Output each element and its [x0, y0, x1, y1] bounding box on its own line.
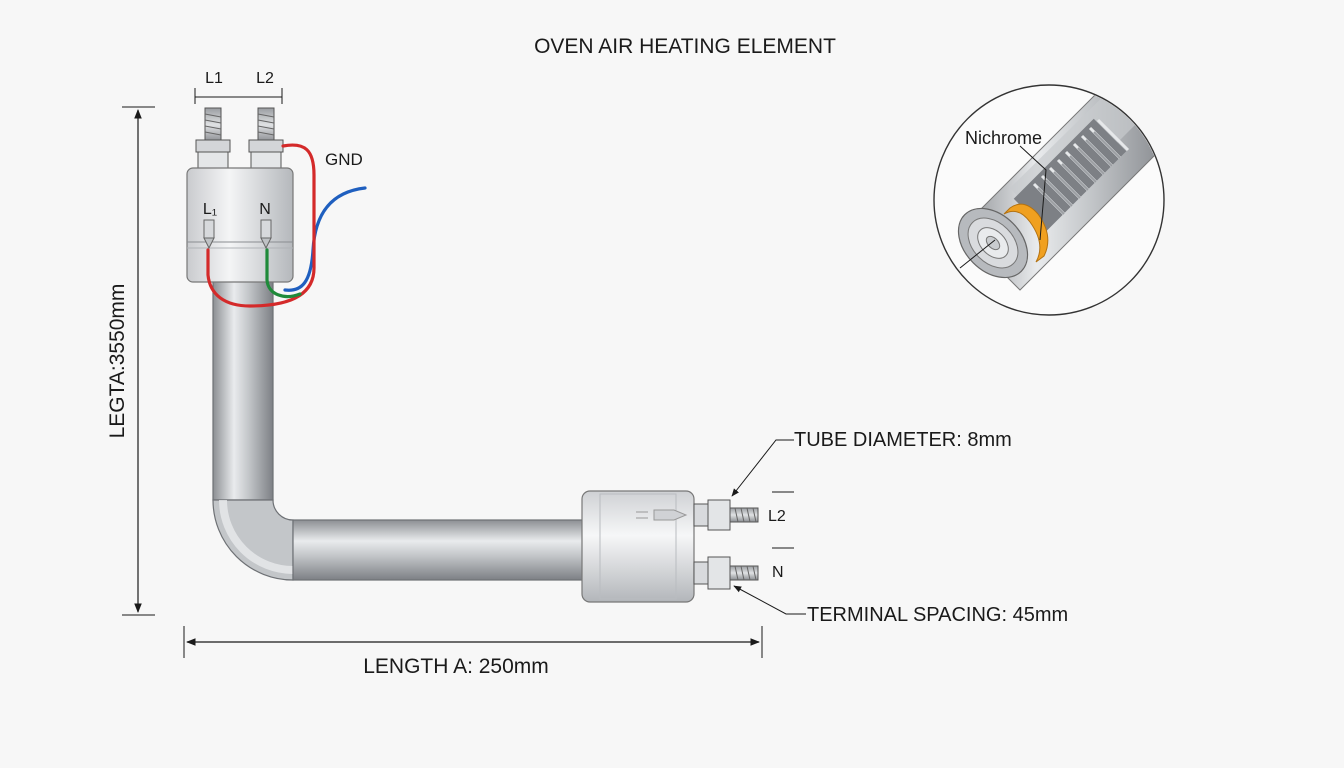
vertical-length-label: LEGTA:3550mm [106, 284, 129, 439]
right-terminal-label-l2: L2 [768, 508, 786, 525]
wires [206, 143, 367, 308]
heating-tube [212, 269, 586, 581]
horizontal-dimension: LENGTH A: 250mm [183, 626, 763, 678]
neutral-wire [283, 186, 367, 292]
block-label-n: N [259, 201, 271, 218]
nichrome-band [1003, 203, 1049, 263]
terminal-spacing-callout: TERMINAL SPACING: 45mm [733, 585, 1068, 626]
nichrome-inset: Nichrome [933, 84, 1165, 316]
top-stud-left [195, 107, 231, 169]
ground-label: GND [325, 150, 363, 169]
diagram-title: OVEN AIR HEATING ELEMENT [534, 35, 836, 58]
right-stud-upper [693, 499, 759, 531]
tube-diameter-label: TUBE DIAMETER: 8mm [794, 429, 1012, 451]
top-terminal-block: L₁ N [186, 107, 294, 283]
right-terminal-block: L2 N [581, 490, 794, 603]
tube-diameter-callout: TUBE DIAMETER: 8mm [731, 429, 1012, 497]
horizontal-length-label: LENGTH A: 250mm [363, 655, 549, 678]
nichrome-label: Nichrome [965, 128, 1042, 148]
vertical-dimension: LEGTA:3550mm [106, 106, 155, 616]
ground-wire [265, 248, 302, 299]
right-terminal-label-n: N [772, 564, 784, 581]
top-stud-right [248, 107, 284, 169]
top-terminal-label-l2: L2 [256, 70, 274, 87]
block-label-l1: L₁ [203, 201, 217, 218]
right-stud-lower [693, 556, 759, 590]
top-terminal-label-l1: L1 [205, 70, 223, 87]
top-terminal-dimension: L1 L2 [194, 70, 283, 104]
terminal-spacing-label: TERMINAL SPACING: 45mm [807, 604, 1068, 626]
live-wire [206, 143, 316, 308]
